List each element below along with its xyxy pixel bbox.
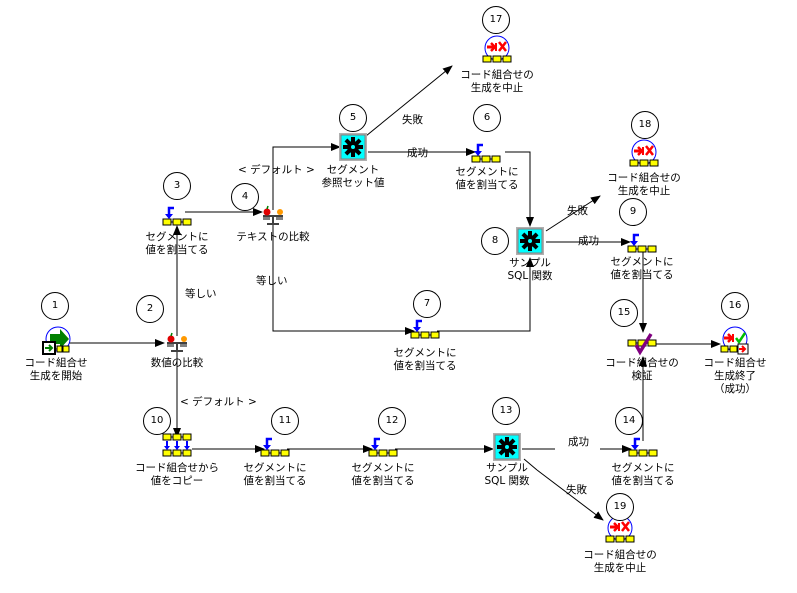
node-1-start-icon[interactable] (42, 326, 71, 355)
node-14-number-badge: 14 (615, 407, 643, 435)
node-2-compare-icon[interactable] (167, 332, 187, 352)
node-16-label: コード組合せ 生成終了 （成功） (703, 357, 767, 395)
node-18-number-badge: 18 (631, 111, 659, 139)
node-8-number-badge: 8 (481, 227, 509, 255)
node-1-label: コード組合せ 生成を開始 (24, 357, 88, 382)
node-7-assign-icon[interactable] (410, 319, 440, 339)
edge-8-18[interactable] (545, 195, 601, 232)
node-10-copy-icon[interactable] (162, 433, 192, 457)
node-18-label: コード組合せの 生成を中止 (607, 172, 681, 197)
edge-label-13-14: 成功 (568, 436, 589, 448)
node-15-validate-icon[interactable] (627, 333, 657, 356)
node-11-label: セグメントに 値を割当てる (243, 462, 307, 487)
edge-5-17[interactable] (365, 65, 453, 137)
node-2-number-badge: 2 (136, 295, 164, 323)
node-4-number-badge: 4 (231, 183, 259, 211)
node-5-label: セグメント 参照セット値 (321, 164, 385, 189)
edge-13-19[interactable] (523, 458, 604, 521)
edge-4-5[interactable] (272, 143, 341, 210)
node-1-number-badge: 1 (41, 292, 69, 320)
node-17-label: コード組合せの 生成を中止 (460, 69, 534, 94)
node-15-label: コード組合せの 検証 (605, 357, 679, 382)
node-9-assign-icon[interactable] (627, 233, 657, 253)
edge-label-5-17: 失敗 (402, 114, 423, 126)
edge-label-5-6: 成功 (407, 147, 428, 159)
node-14-assign-icon[interactable] (628, 437, 658, 457)
node-9-number-badge: 9 (619, 198, 647, 226)
edge-label-4-5: < デフォルト > (238, 164, 315, 176)
node-12-assign-icon[interactable] (368, 437, 398, 457)
node-2-label: 数値の比較 (150, 357, 204, 369)
node-3-number-badge: 3 (163, 172, 191, 200)
edge-7-8[interactable] (437, 257, 534, 332)
edge-label-2-10: < デフォルト > (180, 396, 257, 408)
edge-label-8-9: 成功 (578, 235, 599, 247)
node-3-label: セグメントに 値を割当てる (145, 231, 209, 256)
node-7-number-badge: 7 (413, 290, 441, 318)
node-8-label: サンプル SQL 関数 (507, 257, 553, 282)
node-16-number-badge: 16 (721, 292, 749, 320)
node-8-function-icon[interactable] (516, 227, 544, 255)
edge-6-8[interactable] (505, 151, 534, 227)
node-4-label: テキストの比較 (236, 231, 310, 243)
node-13-number-badge: 13 (492, 397, 520, 425)
node-10-label: コード組合せから 値をコピー (135, 462, 219, 487)
node-6-number-badge: 6 (473, 104, 501, 132)
node-12-number-badge: 12 (378, 407, 406, 435)
node-9-label: セグメントに 値を割当てる (610, 256, 674, 281)
node-13-label: サンプル SQL 関数 (484, 462, 530, 487)
node-13-function-icon[interactable] (493, 433, 521, 461)
node-4-compare-icon[interactable] (263, 205, 283, 225)
node-7-label: セグメントに 値を割当てる (393, 347, 457, 372)
node-19-label: コード組合せの 生成を中止 (583, 549, 657, 574)
node-17-number-badge: 17 (482, 6, 510, 34)
node-3-assign-icon[interactable] (162, 206, 192, 226)
edge-4-7[interactable] (272, 222, 415, 335)
edge-label-4-7: 等しい (256, 275, 288, 287)
node-10-number-badge: 10 (143, 407, 171, 435)
node-12-label: セグメントに 値を割当てる (351, 462, 415, 487)
node-6-label: セグメントに 値を割当てる (455, 166, 519, 191)
node-18-abort-icon[interactable] (629, 139, 659, 167)
edge-label-2-3: 等しい (185, 288, 217, 300)
node-15-number-badge: 15 (610, 299, 638, 327)
edge-label-13-19: 失敗 (566, 484, 587, 496)
node-5-function-icon[interactable] (339, 133, 367, 161)
node-16-end-success-icon[interactable] (720, 326, 749, 355)
edge-label-8-18: 失敗 (567, 205, 588, 217)
node-19-number-badge: 19 (606, 493, 634, 521)
node-6-assign-icon[interactable] (471, 143, 501, 163)
node-5-number-badge: 5 (339, 104, 367, 132)
node-11-number-badge: 11 (271, 407, 299, 435)
node-14-label: セグメントに 値を割当てる (611, 462, 675, 487)
node-17-abort-icon[interactable] (482, 35, 512, 63)
node-11-assign-icon[interactable] (260, 437, 290, 457)
